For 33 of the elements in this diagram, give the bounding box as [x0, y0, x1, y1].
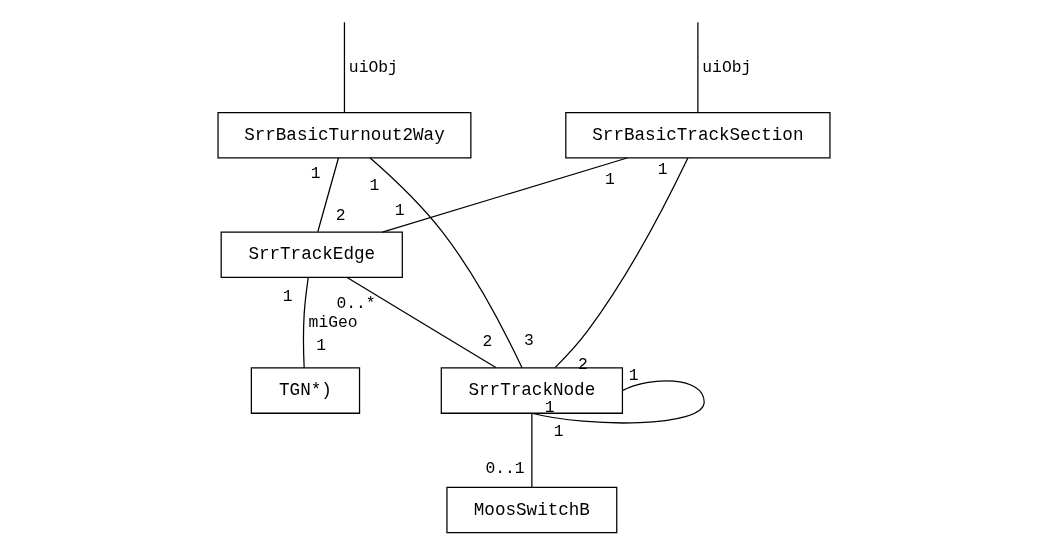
label: 0..* — [336, 293, 376, 313]
connector — [302, 277, 309, 369]
label: 1 — [544, 397, 555, 417]
label: 1 — [628, 365, 639, 385]
label: 1 — [553, 422, 564, 442]
label: 3 — [524, 331, 534, 351]
label: 1 — [605, 170, 615, 190]
label: 1 — [310, 163, 321, 183]
connector — [531, 412, 533, 488]
connector — [697, 21, 699, 113]
connector — [381, 157, 628, 233]
label: 1 — [394, 200, 405, 220]
label: 0..1 — [485, 458, 525, 478]
edge-label: uiObj — [702, 57, 752, 77]
label: 2 — [482, 331, 493, 351]
connector — [531, 380, 705, 424]
edge-label: miGeo — [308, 312, 358, 332]
connector — [343, 21, 346, 113]
node-box: SrrBasicTurnout2Way — [217, 112, 472, 159]
label: 1 — [282, 286, 293, 306]
edge-label: uiObj — [348, 57, 398, 77]
connector — [554, 157, 689, 369]
label: 1 — [657, 159, 668, 179]
label: 1 — [369, 175, 380, 195]
connector — [369, 157, 523, 369]
node-box: TGN*) — [250, 367, 361, 414]
label: 2 — [335, 206, 346, 226]
connector — [346, 276, 497, 369]
node-box: SrrBasicTrackSection — [565, 112, 831, 159]
connector — [317, 157, 340, 233]
node-box: SrrTrackEdge — [220, 231, 403, 279]
node-box: MoosSwitchB — [446, 486, 618, 534]
label: 1 — [316, 336, 326, 356]
